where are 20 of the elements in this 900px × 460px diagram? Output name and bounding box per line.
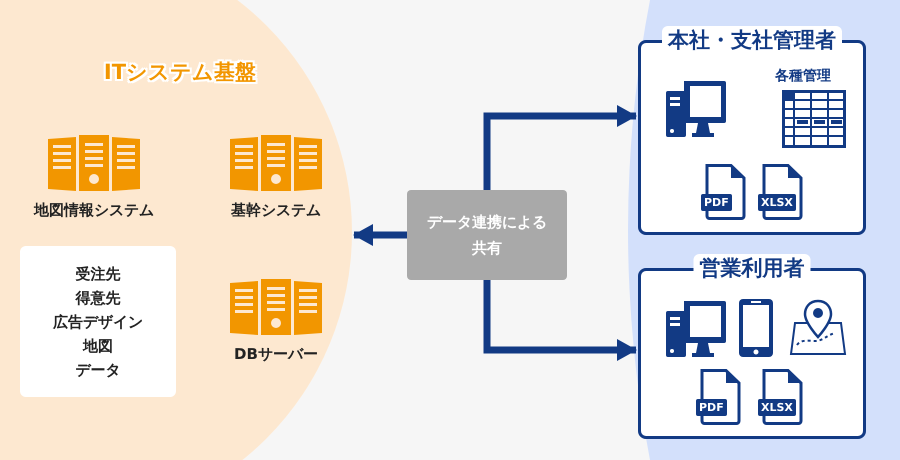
file-type-label: XLSX [758, 399, 796, 416]
data-item: 得意先 [76, 288, 120, 308]
group-title: ITシステム基盤 [102, 59, 258, 86]
system-label: 基幹システム [231, 201, 321, 220]
node-label: 各種管理 [775, 67, 831, 85]
connector-arrow [484, 105, 637, 190]
data-item: 広告デザイン [53, 312, 143, 332]
file-type-label: PDF [701, 194, 732, 211]
process-label: データ連携による共有 [426, 212, 548, 259]
file-type-label: PDF [696, 399, 727, 416]
system-label: 地図情報システム [34, 201, 154, 220]
data-item: 受注先 [76, 264, 120, 284]
data-item: 地図 [83, 336, 113, 356]
connector-arrow [484, 280, 637, 361]
system-label: DBサーバー [234, 345, 318, 364]
data-list-card [20, 246, 176, 397]
file-type-label: XLSX [758, 194, 796, 211]
process-box [407, 190, 567, 280]
connector-arrow [352, 224, 407, 246]
data-item: データ [76, 360, 120, 380]
